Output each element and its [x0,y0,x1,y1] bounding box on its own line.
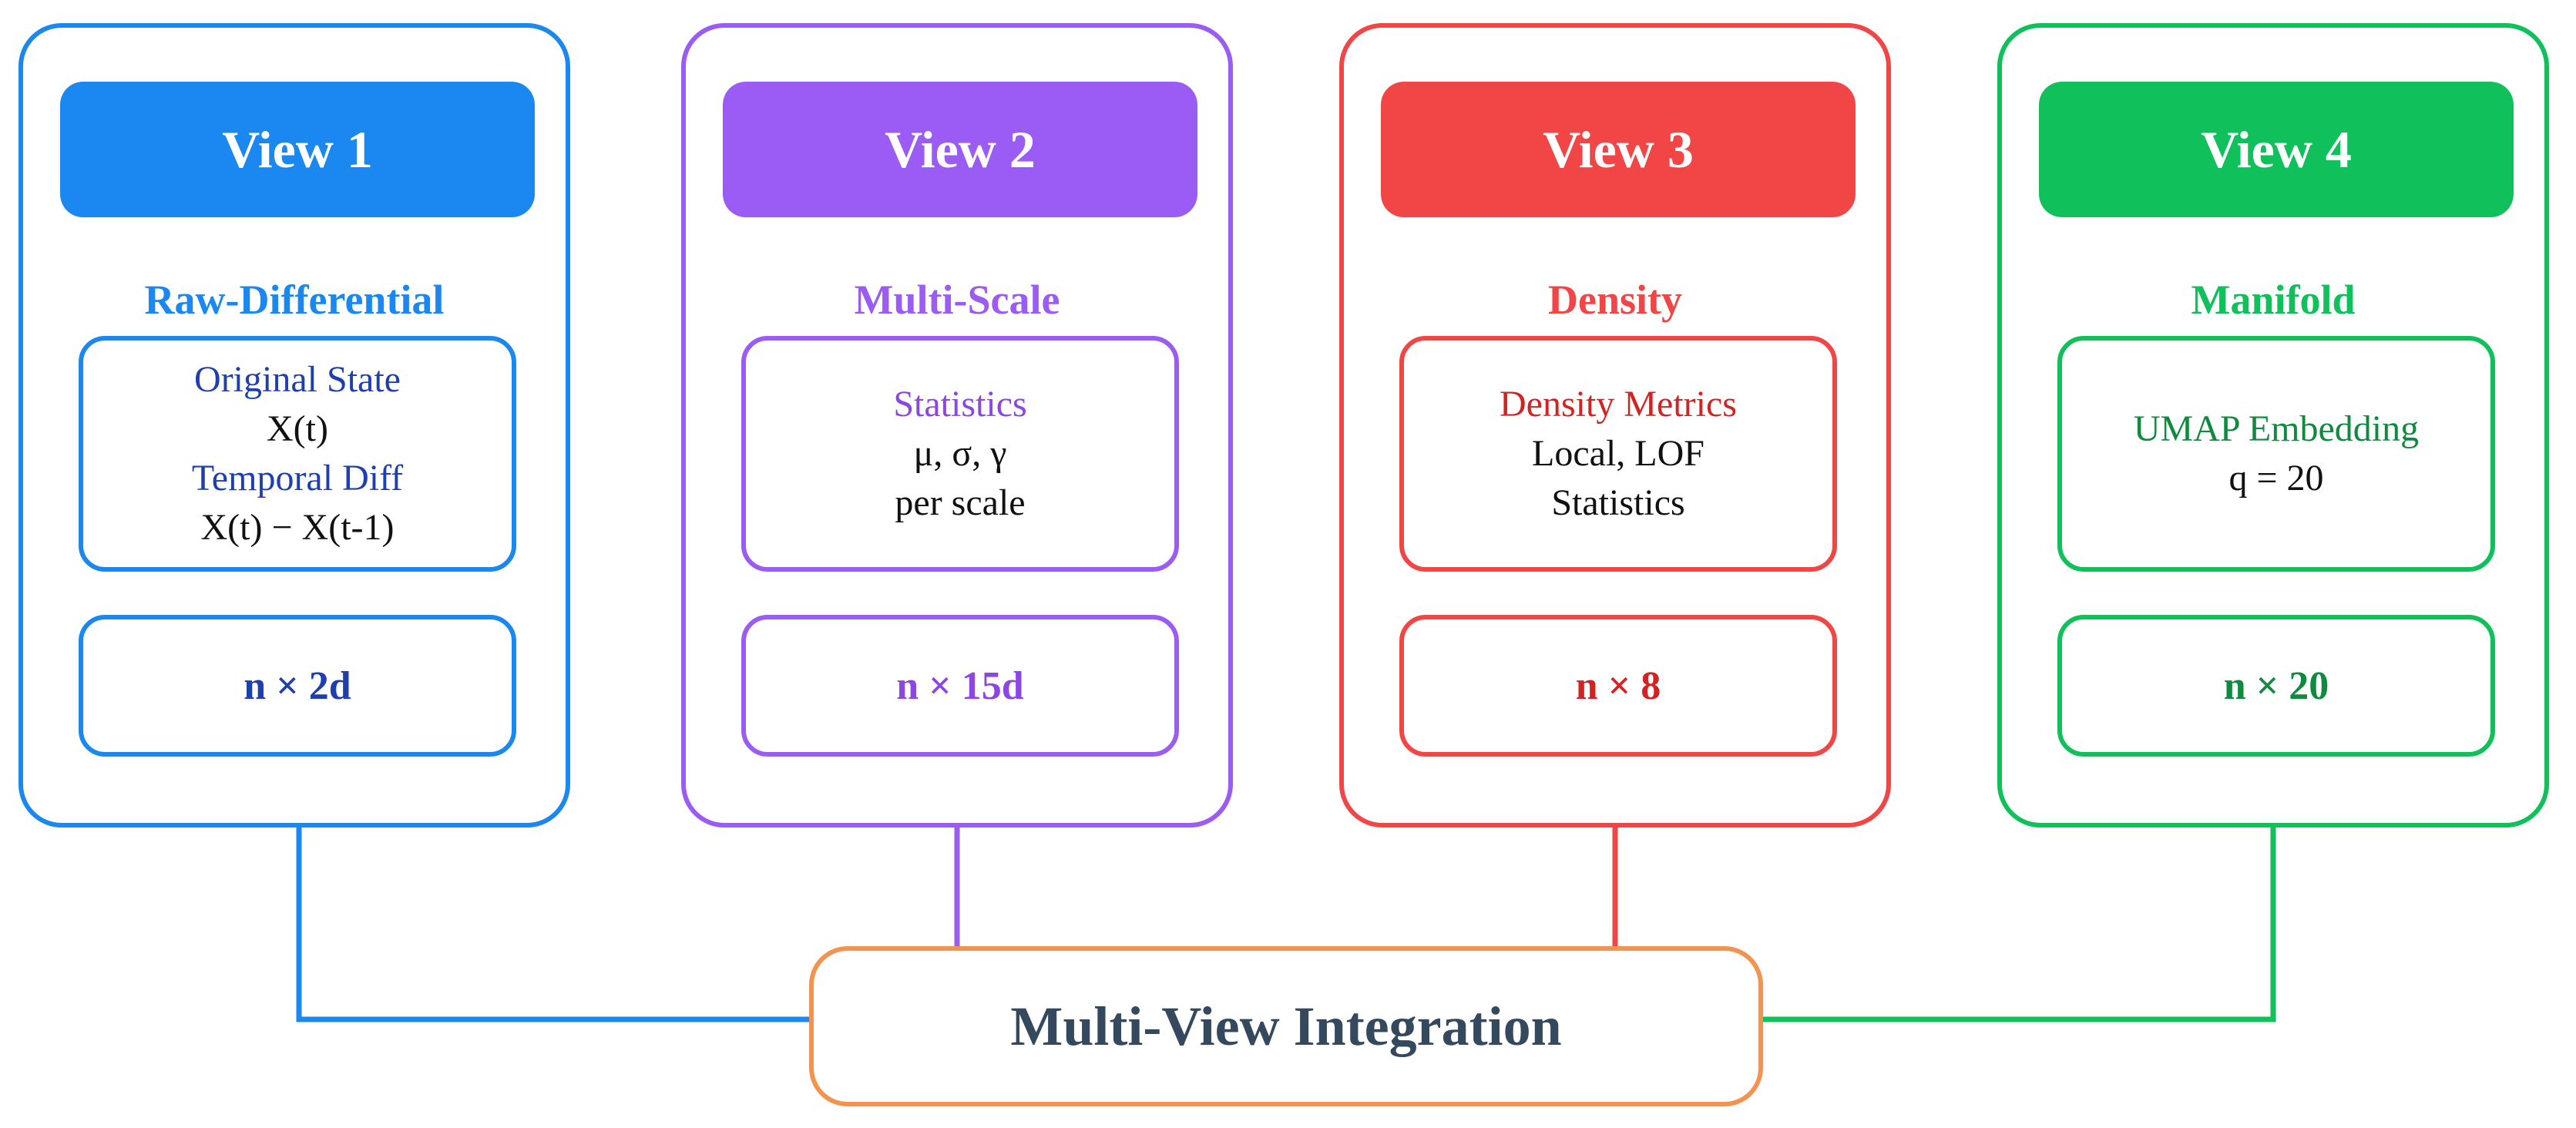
dimension-box: n × 8 [1399,615,1837,757]
view-subtitle: Density [1548,277,1682,323]
connector-view-4 [1763,828,2276,1022]
detail-text: X(t) − X(t-1) [200,507,395,548]
view-subtitle: Manifold [2191,277,2356,323]
dimension-box: n × 15d [741,615,1179,757]
dimension-label: n × 15d [896,663,1024,708]
detail-box: Statistics μ, σ, γ per scale [741,336,1179,572]
detail-text: Local, LOF [1532,433,1704,474]
dimension-label: n × 20 [2223,663,2329,708]
detail-heading: Statistics [893,384,1027,425]
dimension-label: n × 8 [1575,663,1661,708]
view-subtitle: Raw-Differential [144,277,445,323]
dimension-box: n × 20 [2057,615,2495,757]
dimension-box: n × 2d [79,615,516,757]
detail-box: UMAP Embedding q = 20 [2057,336,2495,572]
detail-text: per scale [895,482,1026,523]
dimension-label: n × 2d [243,663,351,708]
view-header: View 3 [1381,82,1856,217]
detail-heading: Temporal Diff [191,458,404,499]
integration-label: Multi-View Integration [1010,995,1562,1057]
detail-heading: Original State [194,359,401,400]
detail-heading: Density Metrics [1500,384,1737,425]
detail-text: X(t) [267,408,328,449]
detail-text: q = 20 [2228,458,2324,499]
view-header: View 4 [2039,82,2514,217]
connector-view-1 [296,828,809,1022]
detail-text: μ, σ, γ [913,433,1007,474]
detail-heading: UMAP Embedding [2133,408,2420,449]
detail-text: Statistics [1551,482,1685,523]
view-header: View 2 [723,82,1197,217]
view-subtitle: Multi-Scale [854,277,1060,323]
view-header: View 1 [60,82,535,217]
integration-box: Multi-View Integration [809,946,1763,1106]
